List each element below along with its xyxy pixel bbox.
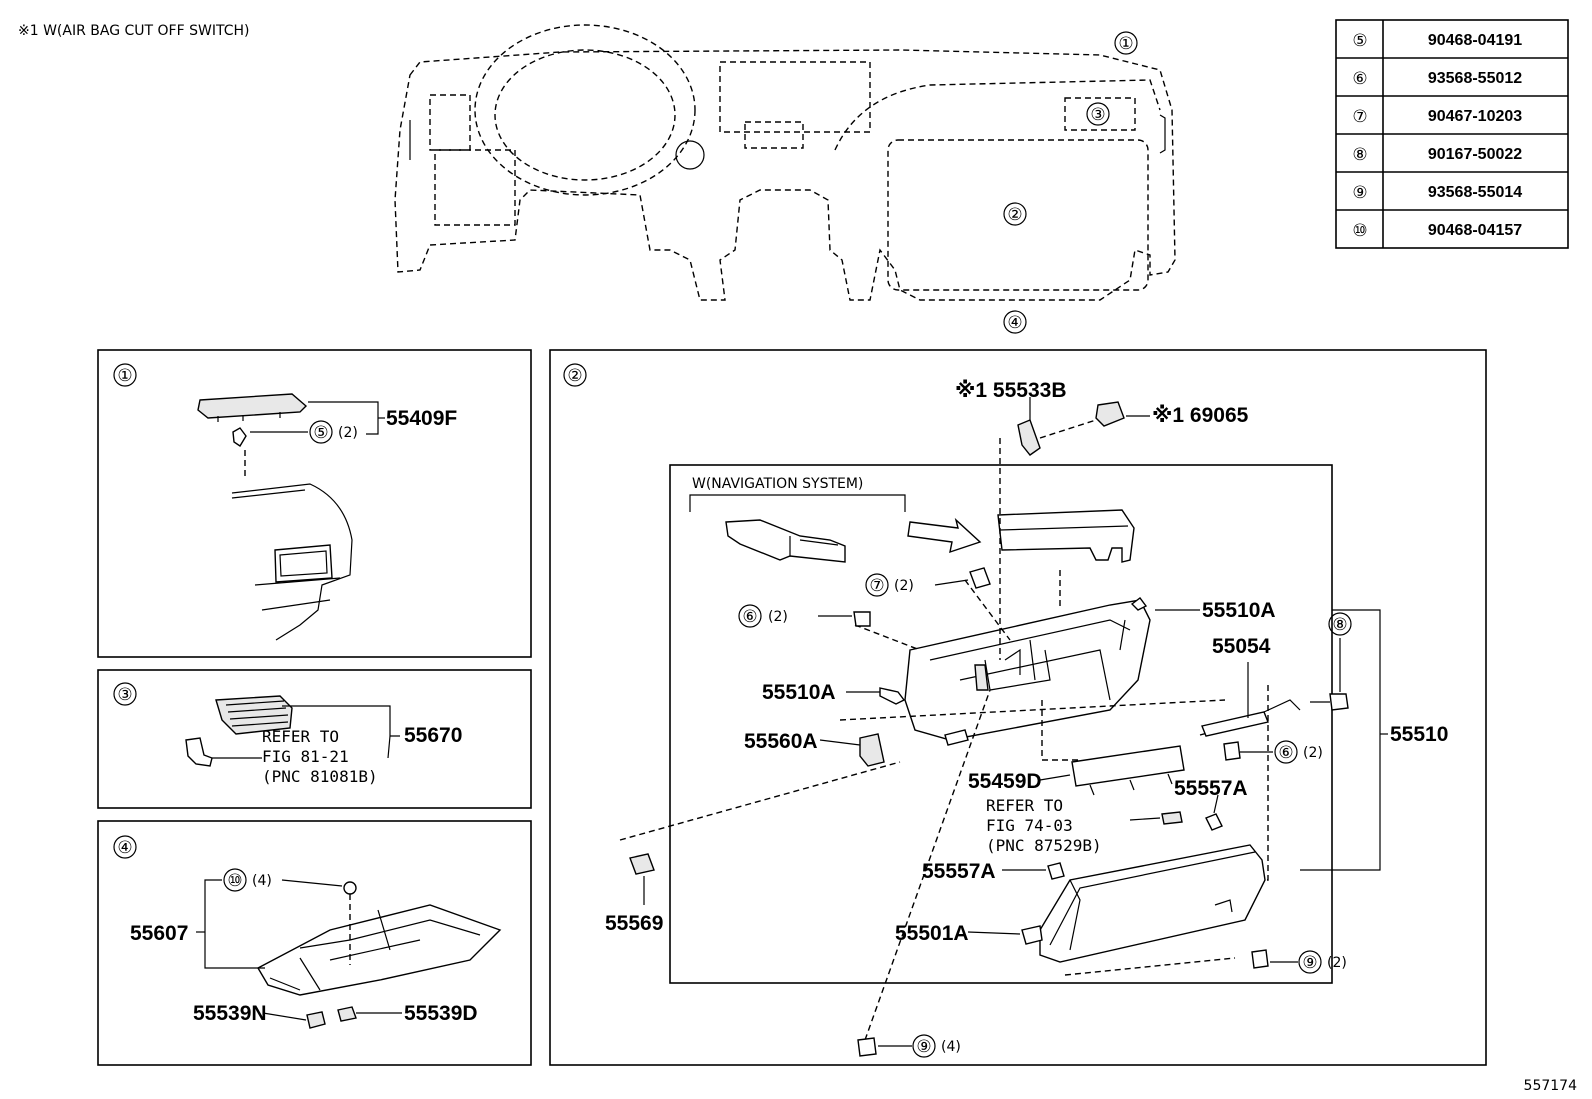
table-row: ⑧ 90167-50022 (1352, 145, 1522, 165)
svg-text:②: ② (1007, 205, 1022, 225)
part-label-55557a-left: 55557A (922, 860, 996, 883)
overview-callout-1: ① (1114, 31, 1138, 55)
panel-2: ② W(NAVIGATION SYSTEM) (549, 349, 1487, 1066)
svg-text:(2): (2) (1303, 745, 1323, 761)
part-label-55510: 55510 (1390, 723, 1448, 746)
part-label-55054: 55054 (1212, 635, 1271, 658)
svg-text:③: ③ (1090, 105, 1105, 125)
overview-callout-3: ③ (1086, 102, 1110, 126)
svg-text:⑦: ⑦ (869, 576, 884, 596)
fastener-table: ⑤ 90468-04191 ⑥ 93568-55012 ⑦ 90467-1020… (1335, 19, 1569, 249)
refer-note-line1: REFER TO (262, 727, 339, 746)
svg-text:⑩: ⑩ (227, 871, 242, 891)
svg-text:93568-55014: 93568-55014 (1428, 184, 1522, 201)
svg-text:⑩: ⑩ (1352, 221, 1367, 241)
svg-text:⑨: ⑨ (1352, 183, 1367, 203)
fastener-callout (1328, 612, 1352, 636)
svg-text:⑨: ⑨ (1302, 953, 1317, 973)
part-label-55670: 55670 (404, 724, 462, 747)
part-label-55459d: 55459D (968, 770, 1042, 793)
svg-text:(2): (2) (768, 609, 788, 625)
svg-text:⑦: ⑦ (1352, 107, 1367, 127)
panel-1: ① ⑤ (2) 55409F (97, 349, 532, 658)
svg-text:①: ① (1118, 34, 1133, 54)
fastener-callout (309, 420, 333, 444)
refer-note-line3: (PNC 81081B) (262, 767, 378, 786)
svg-text:③: ③ (117, 685, 132, 705)
part-label-55607: 55607 (130, 922, 188, 945)
dashboard-overview (394, 24, 1176, 301)
overview-callout-4: ④ (1003, 310, 1027, 334)
part-label-55557a-right: 55557A (1174, 777, 1248, 800)
refer-note-line3: (PNC 87529B) (986, 836, 1102, 855)
fastener-callout (1298, 950, 1322, 974)
airbag-note: ※1 W(AIR BAG CUT OFF SWITCH) (18, 23, 249, 39)
svg-text:90468-04191: 90468-04191 (1428, 32, 1522, 49)
svg-text:④: ④ (1007, 313, 1022, 333)
part-label-55533b: ※1 55533B (955, 379, 1067, 402)
svg-text:④: ④ (117, 838, 132, 858)
table-row: ⑨ 93568-55014 (1352, 183, 1522, 203)
svg-text:(4): (4) (252, 873, 272, 889)
part-label-55560a: 55560A (744, 730, 818, 753)
panel-4: ④ ⑩ (4) 55607 55539N 55539D (97, 820, 532, 1066)
part-label-55569: 55569 (605, 912, 663, 935)
svg-text:93568-55012: 93568-55012 (1428, 70, 1522, 87)
fastener-callout (223, 868, 247, 892)
svg-text:⑤: ⑤ (1352, 31, 1367, 51)
svg-text:⑧: ⑧ (1332, 615, 1347, 635)
nav-system-label: W(NAVIGATION SYSTEM) (692, 476, 863, 492)
svg-text:②: ② (567, 366, 582, 386)
svg-text:⑥: ⑥ (1278, 743, 1293, 763)
fastener-callout (1274, 740, 1298, 764)
refer-note-line2: FIG 81-21 (262, 747, 349, 766)
svg-text:90468-04157: 90468-04157 (1428, 222, 1522, 239)
svg-text:(4): (4) (941, 1039, 961, 1055)
svg-text:(2): (2) (894, 578, 914, 594)
part-label-55510a-upper: 55510A (1202, 599, 1276, 622)
panel-3: ③ REFER TO FIG 81-21 (PNC 81081B) 55670 (97, 669, 532, 809)
svg-text:⑧: ⑧ (1352, 145, 1367, 165)
part-label-55409f: 55409F (386, 407, 457, 430)
table-row: ⑩ 90468-04157 (1352, 221, 1522, 241)
svg-text:⑥: ⑥ (742, 607, 757, 627)
table-row: ⑥ 93568-55012 (1352, 69, 1522, 89)
svg-text:⑤: ⑤ (313, 423, 328, 443)
table-row: ⑦ 90467-10203 (1352, 107, 1522, 127)
part-label-55539d: 55539D (404, 1002, 478, 1025)
svg-text:90167-50022: 90167-50022 (1428, 146, 1522, 163)
svg-text:⑥: ⑥ (1352, 69, 1367, 89)
svg-text:(2): (2) (1327, 955, 1347, 971)
fastener-callout (912, 1034, 936, 1058)
table-row: ⑤ 90468-04191 (1352, 31, 1522, 51)
part-label-55539n: 55539N (193, 1002, 267, 1025)
fastener-callout (865, 573, 889, 597)
part-label-69065: ※1 69065 (1152, 404, 1249, 427)
refer-note-line1: REFER TO (986, 796, 1063, 815)
svg-text:⑨: ⑨ (916, 1037, 931, 1057)
svg-text:90467-10203: 90467-10203 (1428, 108, 1522, 125)
svg-text:(2): (2) (338, 425, 358, 441)
part-label-55510a-lower: 55510A (762, 681, 836, 704)
part-label-55501a: 55501A (895, 922, 969, 945)
fastener-callout (738, 604, 762, 628)
figure-id: 557174 (1524, 1078, 1578, 1094)
overview-callout-2: ② (1003, 202, 1027, 226)
svg-text:①: ① (117, 366, 132, 386)
refer-note-line2: FIG 74-03 (986, 816, 1073, 835)
